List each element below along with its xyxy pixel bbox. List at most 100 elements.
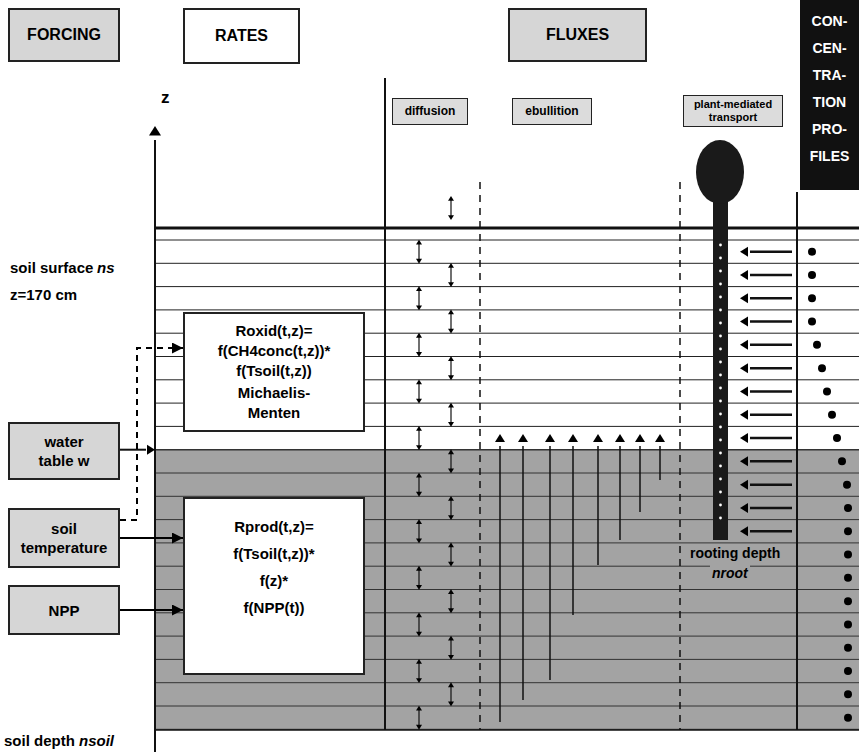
diffusion-arrowhead bbox=[416, 678, 422, 683]
plant-uptake-arrowhead bbox=[740, 410, 748, 420]
diffusion-arrow bbox=[418, 430, 419, 446]
diffusion-arrowhead bbox=[448, 469, 454, 474]
concentration-dot bbox=[844, 667, 852, 675]
diffusion-arrow bbox=[450, 407, 451, 423]
saturated-soil-zone bbox=[155, 450, 859, 730]
ebullition-arrowhead bbox=[495, 434, 505, 442]
diffusion-arrowhead bbox=[416, 632, 422, 637]
concentration-dot bbox=[808, 318, 816, 326]
diffusion-arrowhead bbox=[448, 310, 454, 315]
diffusion-arrow bbox=[418, 570, 419, 586]
diffusion-arrow bbox=[418, 290, 419, 306]
diffusion-arrowhead bbox=[416, 259, 422, 264]
diffusion-arrowhead bbox=[416, 305, 422, 310]
ebullition-arrow bbox=[522, 446, 524, 700]
plant-uptake-arrow bbox=[750, 297, 792, 300]
ebullition-arrow bbox=[639, 446, 641, 512]
ebullition-arrow bbox=[659, 446, 661, 480]
node-text: plant-mediated transport bbox=[686, 98, 780, 124]
diffusion-arrowhead bbox=[448, 543, 454, 548]
aerenchyma-pore bbox=[719, 322, 722, 325]
section-header: FORCING bbox=[8, 8, 120, 62]
section-header: CON- CEN- TRA- TION PRO- FILES bbox=[800, 0, 859, 190]
aerenchyma-pore bbox=[719, 465, 722, 468]
diffusion-arrow bbox=[418, 710, 419, 726]
diffusion-arrowhead bbox=[448, 422, 454, 427]
plant-uptake-arrowhead bbox=[740, 363, 748, 373]
ebullition-arrowhead bbox=[593, 434, 603, 442]
plant-uptake-arrowhead bbox=[740, 270, 748, 280]
diffusion-arrow bbox=[418, 244, 419, 260]
height-label: z=170 cm bbox=[10, 286, 77, 304]
aerenchyma-pore bbox=[719, 270, 722, 273]
concentration-dot bbox=[843, 481, 851, 489]
depth-label: nsoil bbox=[79, 732, 114, 750]
diffusion-arrowhead bbox=[416, 585, 422, 590]
aerenchyma-pore bbox=[719, 348, 722, 351]
node-text: Rprod(t,z)= f(Tsoil(t,z))* f(z)* f(NPP(t… bbox=[233, 513, 314, 621]
diffusion-arrowhead bbox=[416, 240, 422, 245]
aerenchyma-pore bbox=[719, 309, 722, 312]
ebullition-arrow bbox=[549, 446, 551, 680]
diffusion-arrowhead bbox=[448, 655, 454, 660]
concentration-dot bbox=[844, 574, 852, 582]
section-header: FLUXES bbox=[508, 8, 647, 62]
axis-label: z bbox=[161, 89, 170, 107]
surface-label: ns bbox=[97, 259, 115, 277]
diffusion-arrowhead bbox=[416, 538, 422, 543]
soil-surface-line bbox=[155, 227, 859, 230]
ebullition-arrowhead bbox=[545, 434, 555, 442]
plant-uptake-arrowhead bbox=[740, 247, 748, 257]
node-text: Michaelis- Menten bbox=[238, 383, 311, 423]
diffusion-arrowhead bbox=[416, 286, 422, 291]
diffusion-arrowhead bbox=[448, 589, 454, 594]
diffusion-arrowhead bbox=[448, 375, 454, 380]
aerenchyma-pore bbox=[719, 374, 722, 377]
plant-uptake-arrowhead bbox=[740, 456, 748, 466]
aerenchyma-pore bbox=[719, 478, 722, 481]
plant-uptake-arrowhead bbox=[740, 317, 748, 327]
diffusion-arrow bbox=[450, 593, 451, 609]
surface-label: soil surface bbox=[10, 259, 93, 277]
diffusion-arrowhead bbox=[448, 702, 454, 707]
diffusion-arrowhead bbox=[416, 566, 422, 571]
soil-layer-line bbox=[155, 473, 859, 474]
aerenchyma-pore bbox=[719, 439, 722, 442]
plant-uptake-arrow bbox=[750, 344, 792, 347]
rooting-depth-label: rooting depth bbox=[688, 544, 782, 562]
ebullition-arrow bbox=[572, 446, 574, 615]
node-text: CON- CEN- TRA- TION PRO- FILES bbox=[810, 8, 850, 170]
diffusion-arrow bbox=[450, 547, 451, 563]
diffusion-arrowhead bbox=[448, 263, 454, 268]
plant-uptake-arrow bbox=[750, 530, 792, 533]
diffusion-arrowhead bbox=[448, 196, 454, 201]
diffusion-arrowhead bbox=[448, 403, 454, 408]
depth-label: soil depth bbox=[4, 732, 75, 750]
diffusion-arrowhead bbox=[448, 682, 454, 687]
node-text: NPP bbox=[49, 601, 80, 620]
plant-uptake-arrowhead bbox=[740, 340, 748, 350]
plant-uptake-arrow bbox=[750, 507, 792, 510]
ebullition-arrowhead bbox=[635, 434, 645, 442]
plant-stem bbox=[713, 165, 728, 540]
node-text: FORCING bbox=[27, 25, 101, 45]
aerenchyma-pore bbox=[719, 257, 722, 260]
diffusion-arrowhead bbox=[448, 562, 454, 567]
rate-equation-box: Rprod(t,z)= f(Tsoil(t,z))* f(z)* f(NPP(t… bbox=[183, 497, 365, 675]
diffusion-arrow bbox=[450, 360, 451, 376]
ebullition-arrow bbox=[499, 446, 501, 722]
aerenchyma-pore bbox=[719, 517, 722, 520]
concentration-dot bbox=[808, 271, 816, 279]
water-table-arrow bbox=[120, 449, 146, 451]
column-separator bbox=[796, 192, 798, 730]
plant-uptake-arrowhead bbox=[740, 433, 748, 443]
diffusion-arrow bbox=[450, 686, 451, 702]
diffusion-arrowhead bbox=[416, 379, 422, 384]
forcing-connector bbox=[120, 348, 183, 520]
concentration-dot bbox=[844, 690, 852, 698]
soil-bottom-line bbox=[155, 729, 859, 731]
concentration-dot bbox=[818, 364, 826, 372]
aerenchyma-pore bbox=[719, 400, 722, 403]
ebullition-arrow bbox=[619, 446, 621, 540]
diffusion-arrowhead bbox=[416, 612, 422, 617]
